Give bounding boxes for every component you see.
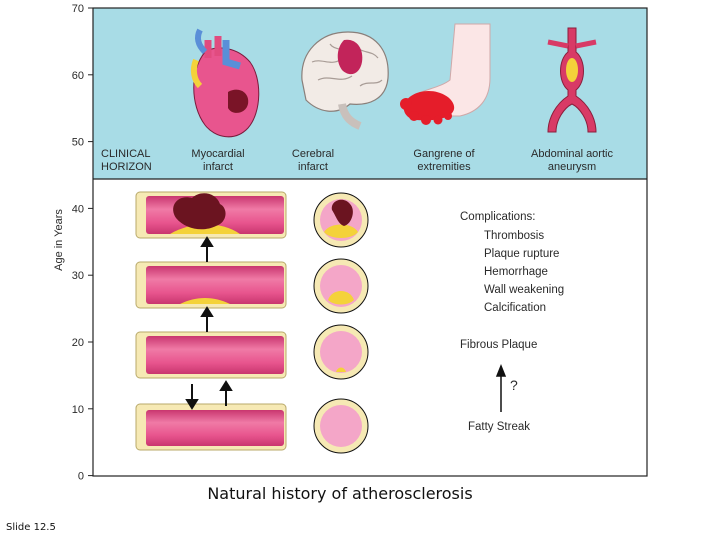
outcome-cerebral-line1: Cerebral [292,148,334,160]
question-mark: ? [510,377,518,393]
complication-item: Hemorrhage [484,266,548,278]
outcome-cerebral-line2: infarct [298,161,328,173]
slide-number: Slide 12.5 [6,522,56,533]
y-axis-tick-label: 0 [78,471,84,483]
outcome-gangrene-line1: Gangrene of [413,148,475,160]
vessel-10y [135,403,287,451]
vessel-40y [135,191,287,239]
complication-item: Thrombosis [484,230,544,242]
y-axis-label: Age in Years [53,209,65,271]
cross-section-20y [313,324,369,380]
vessel-30y [135,261,287,309]
outcome-gangrene-line2: extremities [417,161,471,173]
fatty-streak-label: Fatty Streak [468,421,530,433]
brain-icon [301,31,389,130]
fibrous-plaque-label: Fibrous Plaque [460,339,537,351]
complication-item: Plaque rupture [484,248,559,260]
y-axis-tick-label: 10 [72,404,84,416]
complication-item: Calcification [484,302,546,314]
y-axis-tick-label: 60 [72,70,84,82]
outcome-aneurysm-line1: Abdominal aortic [531,148,613,160]
y-axis: 70 60 50 40 30 20 10 0 Age in Years [53,3,94,483]
clinical-horizon-line1: CLINICAL [101,148,151,160]
heart-icon [190,28,260,138]
progression-arrows [185,236,233,410]
y-axis-tick-label: 30 [72,270,84,282]
cross-section-30y [313,258,369,314]
outcome-aneurysm-line2: aneurysm [548,161,596,173]
clinical-horizon-line2: HORIZON [101,161,152,173]
complications-title: Complications: [460,211,535,223]
aorta-icon [547,27,597,133]
cross-section-10y [313,398,369,454]
y-axis-tick-label: 70 [72,3,84,15]
cross-section-40y [313,192,369,248]
outcome-mi-line1: Myocardial [191,148,244,160]
y-axis-tick-label: 40 [72,203,84,215]
vessel-20y [135,331,287,379]
outcome-mi-line2: infarct [203,161,233,173]
foot-icon [400,23,491,125]
complication-item: Wall weakening [484,284,564,296]
y-axis-tick-label: 50 [72,137,84,149]
y-axis-tick-label: 20 [72,337,84,349]
fatty-to-fibrous-arrow [495,363,507,412]
figure-caption: Natural history of atherosclerosis [207,484,473,503]
